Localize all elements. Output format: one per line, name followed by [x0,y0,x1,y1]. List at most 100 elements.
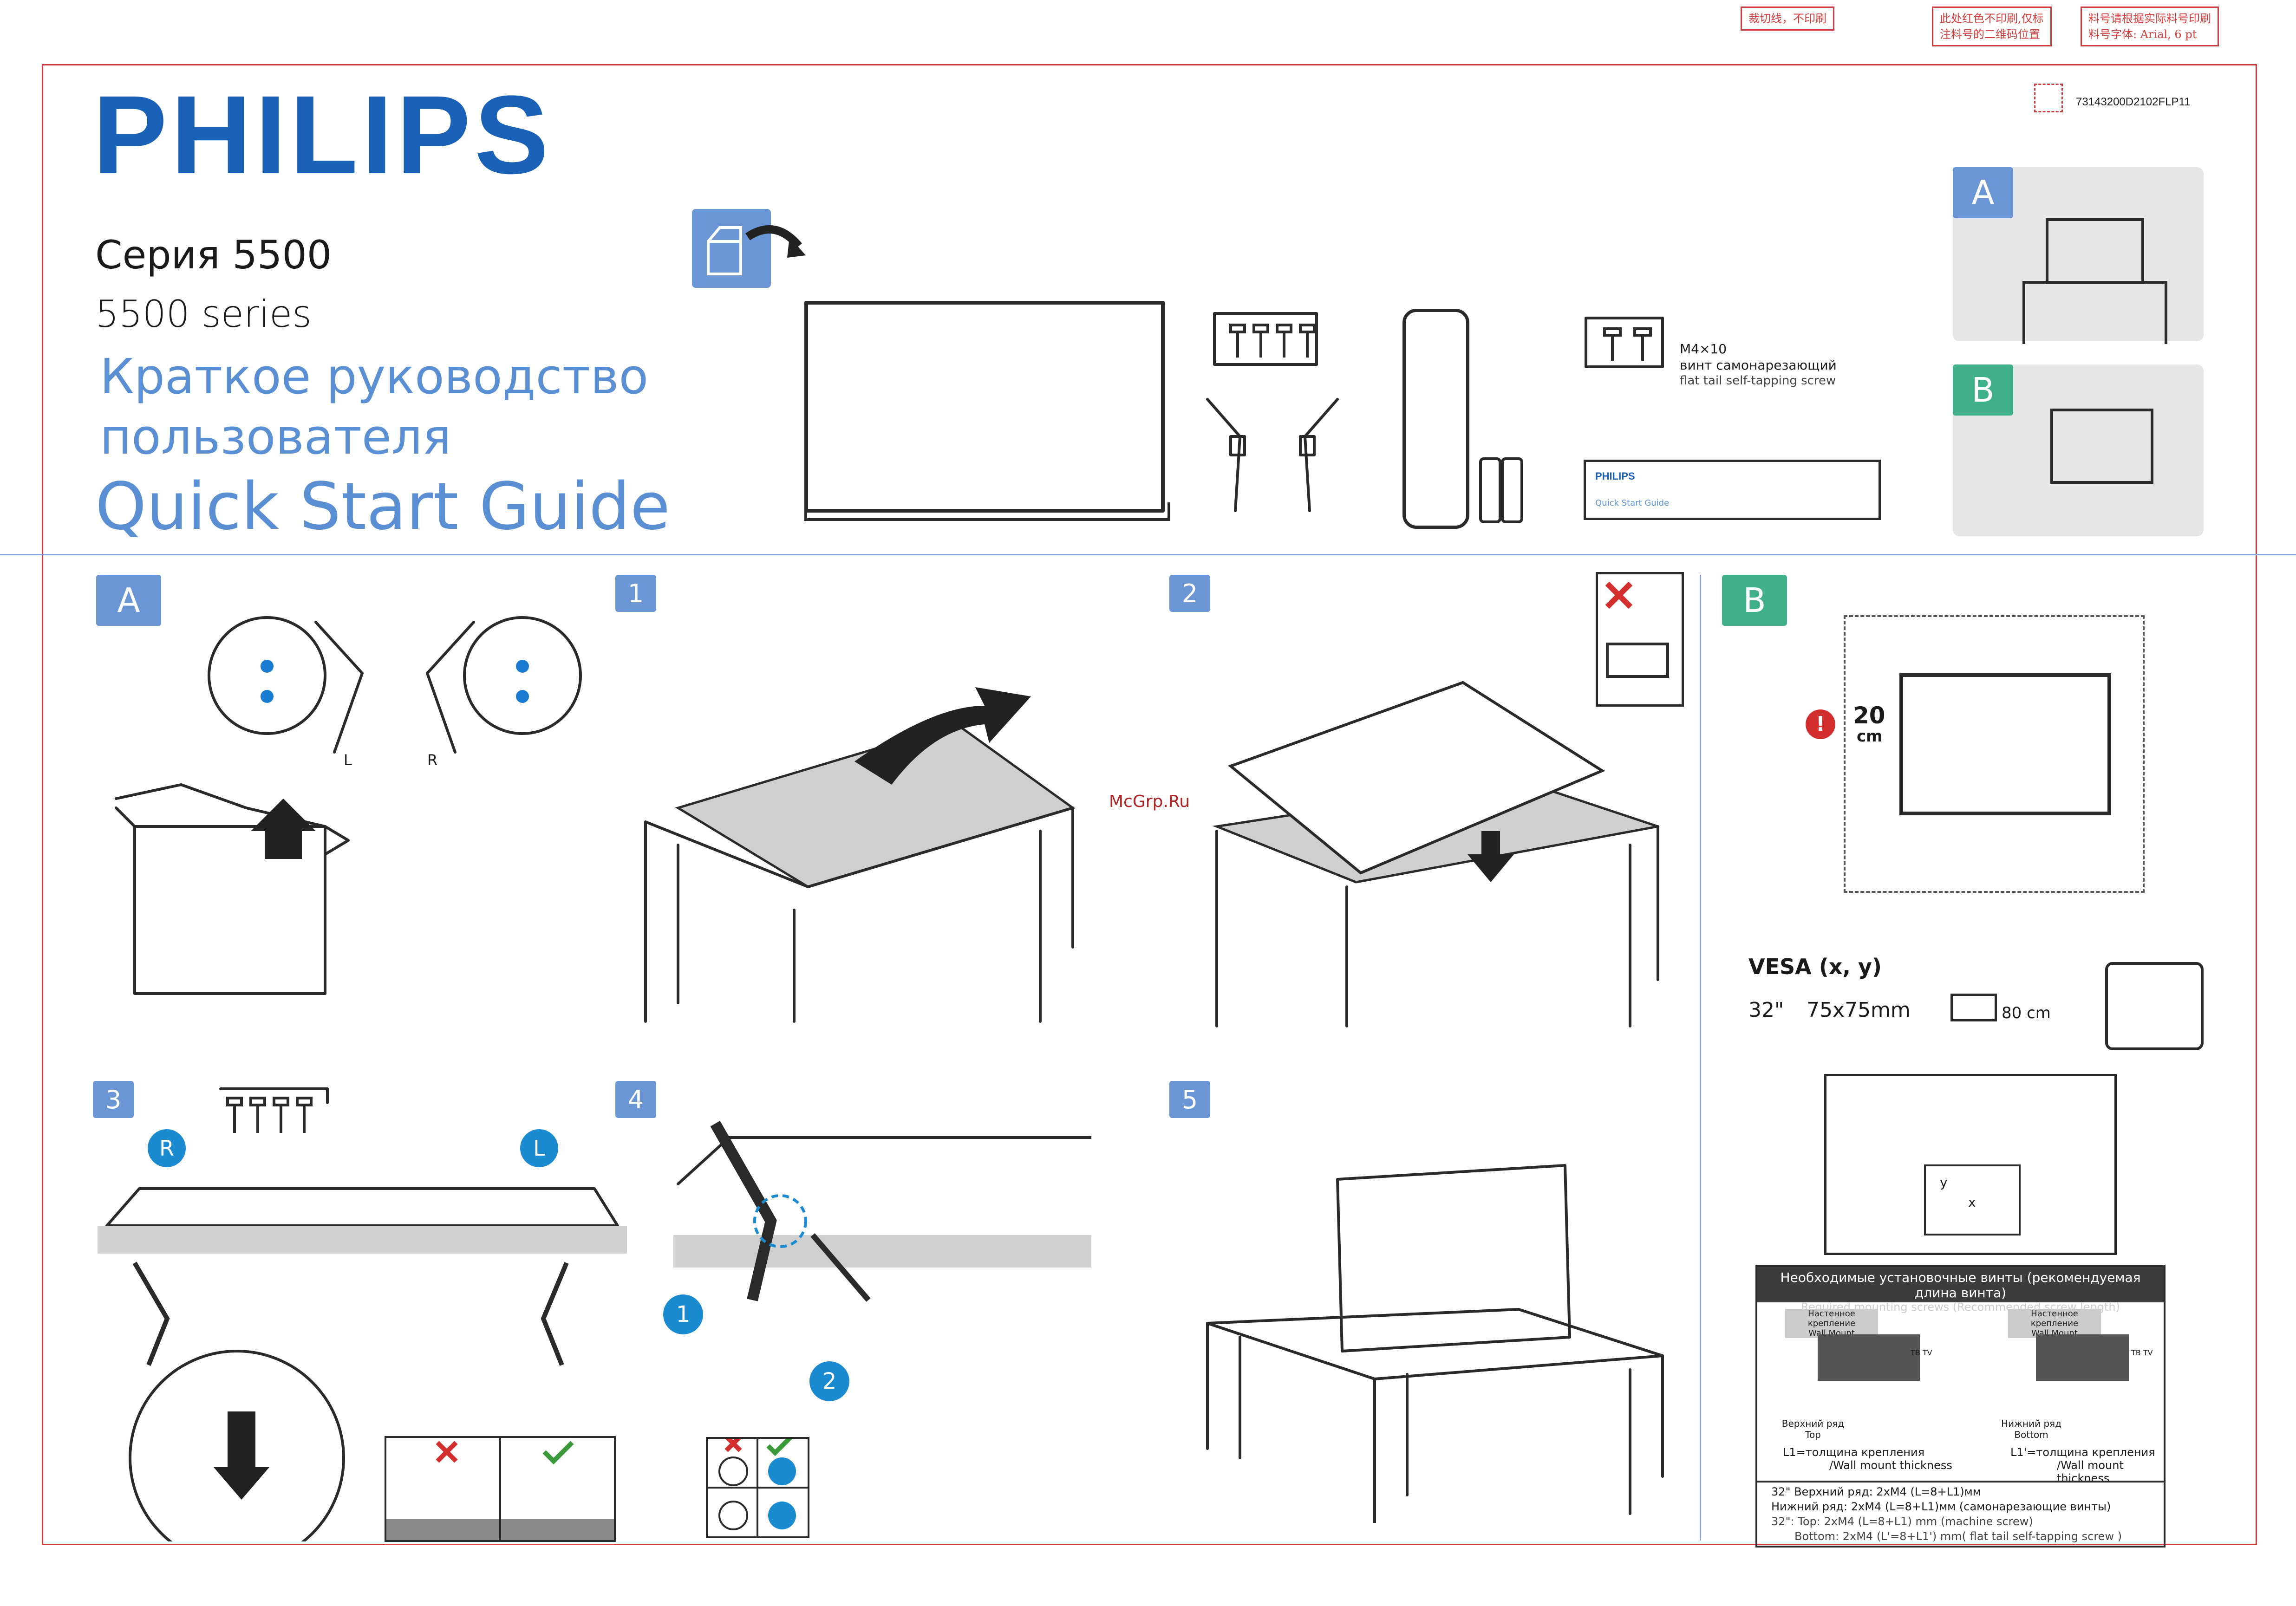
screw-en: flat tail self-tapping screw [1680,374,1836,388]
l1-label: L1=толщина крепления /Wall mount thickne… [1783,1446,1952,1472]
battery-icon [1479,457,1501,523]
tv-label-left: ТВ TV [1911,1348,1932,1357]
leg-detail-illustration [208,616,582,754]
section-b-badge: B [1722,575,1787,626]
l1-en: /Wall mount thickness [1829,1459,1952,1472]
step-1-illustration [644,687,1076,1023]
warning-panel [1596,572,1684,707]
print-note-text: 注料号的二维码位置 [1940,28,2040,41]
right-leg-marker: R [148,1129,186,1167]
option-b-badge: B [1953,364,2013,416]
trim-line-top [42,64,2257,65]
vesa-axis-x: x [1968,1195,1976,1210]
tv-box-illustration [115,783,350,995]
leg-right-label: R [427,751,438,769]
vesa-value: 75x75mm [1807,998,1911,1022]
wall-mount-ru: Настенное крепление [2030,1309,2079,1328]
step-1-badge: 1 [615,575,656,612]
booklet-icon: PHILIPS Quick Start Guide [1584,460,1881,520]
print-note-text: 此处红色不印刷,仅标 [1940,12,2044,25]
step-3-badge: 3 [93,1081,134,1118]
remote-control-icon [1402,309,1469,529]
two-people-icon [2105,962,2204,1050]
screw-table-divider [1757,1481,2164,1482]
vesa-size: 32" [1748,998,1784,1022]
battery-icon [1501,457,1523,523]
booklet-brand: PHILIPS [1595,470,1635,482]
l1p-ru: L1'=толщина крепления [2010,1446,2155,1459]
title-ru-line2: пользователя [100,409,451,465]
mount-block-left [1818,1334,1920,1381]
print-note-qr: 此处红色不印刷,仅标 注料号的二维码位置 [1932,7,2052,46]
fold-line-horizontal [0,554,2296,555]
step-2-badge: 2 [1169,575,1210,612]
tv-on-stand-icon [2046,218,2144,284]
screw-ru: винт самонарезающий [1680,358,1837,373]
title-en: Quick Start Guide [95,469,670,545]
screw-table-header: Необходимые установочные винты (рекоменд… [1757,1267,2164,1313]
vesa-axis-y: y [1940,1175,1948,1190]
vesa-label: VESA (x, y) [1748,954,1882,979]
wall-tv [1899,673,2111,815]
bottom-row-label: Нижний ряд Bottom [1999,1418,2064,1440]
right-leg-marker-label: R [159,1136,174,1161]
leg-left-label: L [344,751,352,769]
l1p-label: L1'=толщина крепления /Wall mount thickn… [2010,1446,2164,1485]
print-note-font: 料号请根据实际料号印刷 料号字体: Arial, 6 pt [2081,7,2219,46]
left-leg-marker-label: L [533,1136,545,1161]
mount-block-right [2036,1334,2129,1381]
tv-label-right: ТВ TV [2131,1348,2153,1357]
screws-bag-icon [1213,312,1318,366]
brand-logo: PHILIPS [93,72,553,197]
series-en: 5500 series [95,293,312,336]
wall-distance-value: 20 [1853,702,1885,729]
tv-on-wall-icon [2050,409,2153,484]
print-note-text: 裁切线，不印刷 [1748,12,1826,25]
top-ru: Верхний ряд [1781,1418,1845,1429]
wall-distance-unit: cm [1857,727,1883,746]
step-2-illustration [1212,681,1659,1027]
qr-placeholder [2034,84,2063,112]
step-4-illustration [673,1121,1091,1302]
screw-check-grid [706,1435,809,1538]
wall-mount-ru: Настенное крепление [1807,1309,1856,1328]
wall-mount-left-label: Настенное крепление Wall Mount [1785,1309,1878,1338]
print-note-text: 料号字体: Arial, 6 pt [2088,28,2197,41]
top-row-label: Верхний ряд Top [1781,1418,1846,1440]
tv-bezel [804,502,1170,521]
substep-1-label: 1 [676,1301,691,1327]
title-ru-line1: Краткое руководство [100,348,649,405]
option-a-badge: A [1953,167,2013,218]
bottom-en: Bottom [2014,1429,2048,1440]
vesa-diagram: x y [1824,1074,2117,1255]
vesa-bracket [1924,1164,2021,1235]
substep-1-marker: 1 [663,1294,703,1334]
booklet-title: Quick Start Guide [1595,498,1670,508]
l1p-en: /Wall mount thickness [2057,1459,2124,1485]
part-number: 73143200D2102FLP11 [2076,96,2191,108]
section-a-badge: A [96,575,161,626]
warning-icon: ! [1806,709,1835,739]
l1-ru: L1=толщина крепления [1783,1446,1925,1459]
depth-value: 80 cm [2002,1004,2051,1022]
print-note-text: 料号请根据实际料号印刷 [2088,12,2211,25]
step-3-illustration [98,1187,627,1541]
left-leg-marker: L [520,1129,558,1167]
option-a-panel: A [1953,167,2204,344]
step-5-badge: 5 [1169,1081,1210,1118]
step-5-illustration [1206,1164,1664,1523]
cabinet-icon [2022,281,2167,344]
step-4-badge: 4 [615,1081,656,1118]
unbox-icon [692,209,771,288]
step-3-screws-icon [219,1087,329,1133]
screw-table-header-ru: Необходимые установочные винты (рекоменд… [1780,1270,2141,1300]
tv-front [804,301,1165,513]
substep-2-marker: 2 [809,1361,849,1401]
unbox-arrow-icon [745,225,806,258]
screw-table: Необходимые установочные винты (рекоменд… [1755,1265,2166,1547]
trim-line-right [2256,64,2257,1545]
stand-legs-icon [1206,398,1339,512]
screw-table-row: Нижний ряд: 2xM4 (L=8+L1)мм (самонарезаю… [1771,1500,2111,1513]
wall-mount-zone [1844,615,2145,893]
wall-mount-right-label: Настенное крепление Wall Mount [2008,1309,2101,1338]
